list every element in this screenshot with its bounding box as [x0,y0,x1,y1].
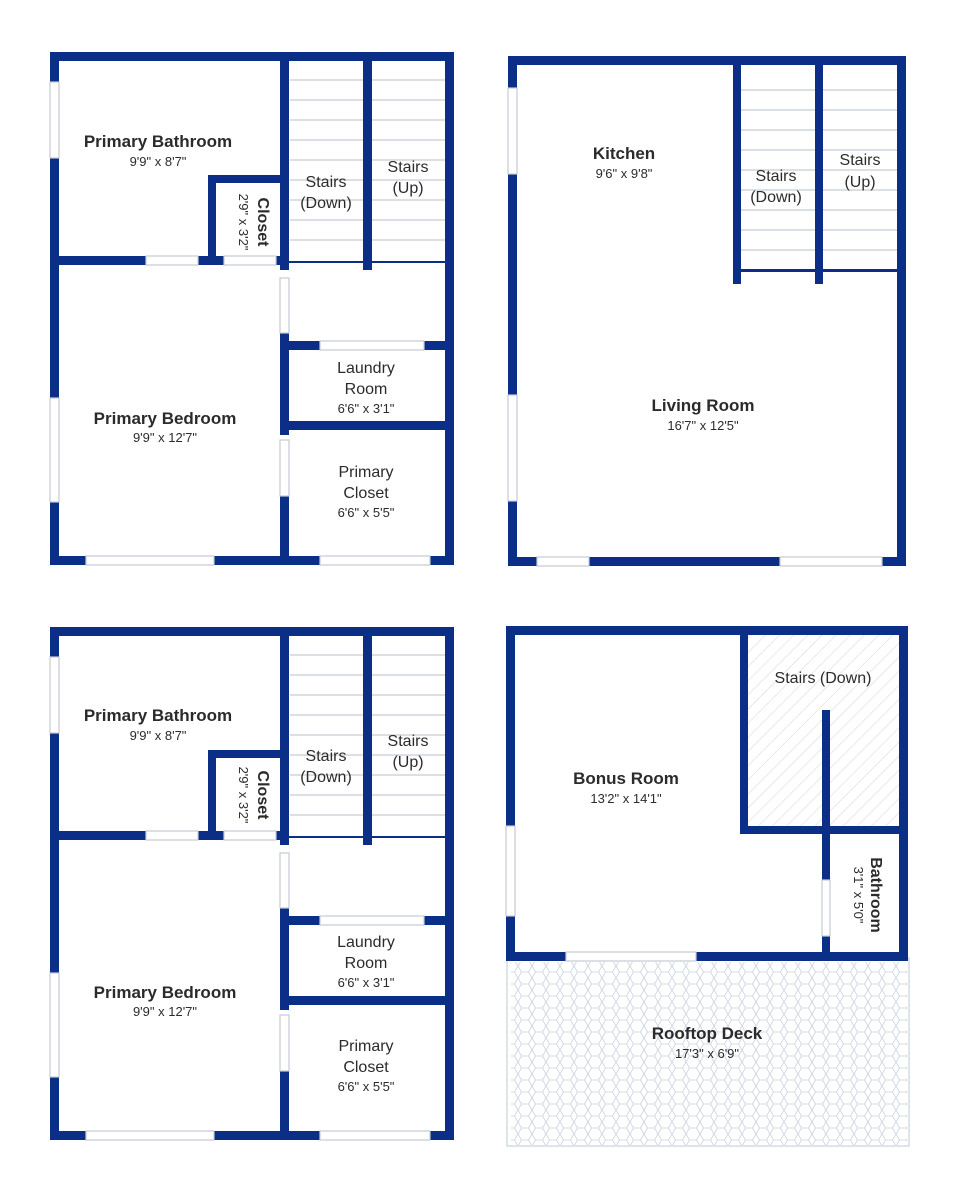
room-name-primary-closet: Primary [338,1038,393,1055]
room-dims-closet: 2'9" x 3'2" [236,194,251,251]
walls [50,627,454,1140]
room-name-primary-bathroom: Primary Bathroom [84,706,232,725]
room-name-primary-bedroom: Primary Bedroom [94,409,237,428]
room-name-stairs-down: Stairs [306,174,347,191]
walls [50,52,454,565]
floor-plan-bottom-left: Primary Bathroom 9'9" x 8'7" Closet 2'9"… [49,627,454,1141]
room-name-closet: Closet [254,198,271,248]
stairs-treads [741,89,897,251]
room-name-primary-bedroom: Primary Bedroom [94,983,237,1002]
room-name-kitchen: Kitchen [593,144,655,163]
windows [505,825,831,962]
room-name-laundry-room: Laundry [337,360,395,377]
room-name-stairs-up: Stairs [388,159,429,176]
room-dims-living-room: 16'7" x 12'5" [667,418,739,433]
room-name-laundry-room-2: Room [345,955,388,972]
stairs-treads [290,654,446,816]
room-dims-laundry-room: 6'6" x 3'1" [338,401,395,416]
room-name-stairs-up-2: (Up) [392,754,423,771]
room-name-laundry-room: Laundry [337,934,395,951]
windows [49,81,431,566]
room-dims-rooftop-deck: 17'3" x 6'9" [675,1046,739,1061]
room-name-closet: Closet [254,771,271,821]
room-dims-bathroom: 3'1" x 5'0" [851,867,866,924]
room-name-stairs-down-2: (Down) [300,195,352,212]
windows [49,656,431,1141]
room-dims-closet: 2'9" x 3'2" [236,767,251,824]
room-name-stairs-up-2: (Up) [392,180,423,197]
room-dims-primary-bedroom: 9'9" x 12'7" [133,430,197,445]
room-name-primary-closet-2: Closet [343,485,389,502]
walls [508,56,906,566]
room-dims-primary-closet: 6'6" x 5'5" [338,1079,395,1094]
floor-plan-bottom-right: Bonus Room 13'2" x 14'1" Stairs (Down) B… [505,626,910,1147]
room-name-laundry-room-2: Room [345,381,388,398]
room-dims-primary-bathroom: 9'9" x 8'7" [130,728,187,743]
windows [507,87,883,567]
room-name-stairs-down-2: (Down) [300,769,352,786]
room-name-stairs-up-2: (Up) [844,174,875,191]
stairs-treads [290,79,446,241]
room-name-primary-closet-2: Closet [343,1059,389,1076]
room-name-stairs-down: Stairs [756,168,797,185]
room-dims-laundry-room: 6'6" x 3'1" [338,975,395,990]
room-dims-bonus-room: 13'2" x 14'1" [590,791,662,806]
room-name-stairs-down: Stairs (Down) [775,670,872,687]
room-dims-primary-closet: 6'6" x 5'5" [338,505,395,520]
room-name-bonus-room: Bonus Room [573,769,679,788]
room-dims-primary-bedroom: 9'9" x 12'7" [133,1004,197,1019]
room-name-primary-bathroom: Primary Bathroom [84,132,232,151]
room-dims-primary-bathroom: 9'9" x 8'7" [130,154,187,169]
floor-plan-top-right: Kitchen 9'6" x 9'8" Stairs (Down) Stairs… [507,56,906,567]
room-name-primary-closet: Primary [338,464,393,481]
room-name-bathroom: Bathroom [867,857,884,933]
floor-plan-top-left: Primary Bathroom 9'9" x 8'7" Closet 2'9"… [49,52,454,566]
room-name-stairs-up: Stairs [388,733,429,750]
room-name-rooftop-deck: Rooftop Deck [652,1024,763,1043]
rooftop-deck-surface [511,962,907,1145]
room-name-living-room: Living Room [652,396,755,415]
room-name-stairs-down-2: (Down) [750,189,802,206]
room-dims-kitchen: 9'6" x 9'8" [596,166,653,181]
room-name-stairs-down: Stairs [306,748,347,765]
room-name-stairs-up: Stairs [840,152,881,169]
